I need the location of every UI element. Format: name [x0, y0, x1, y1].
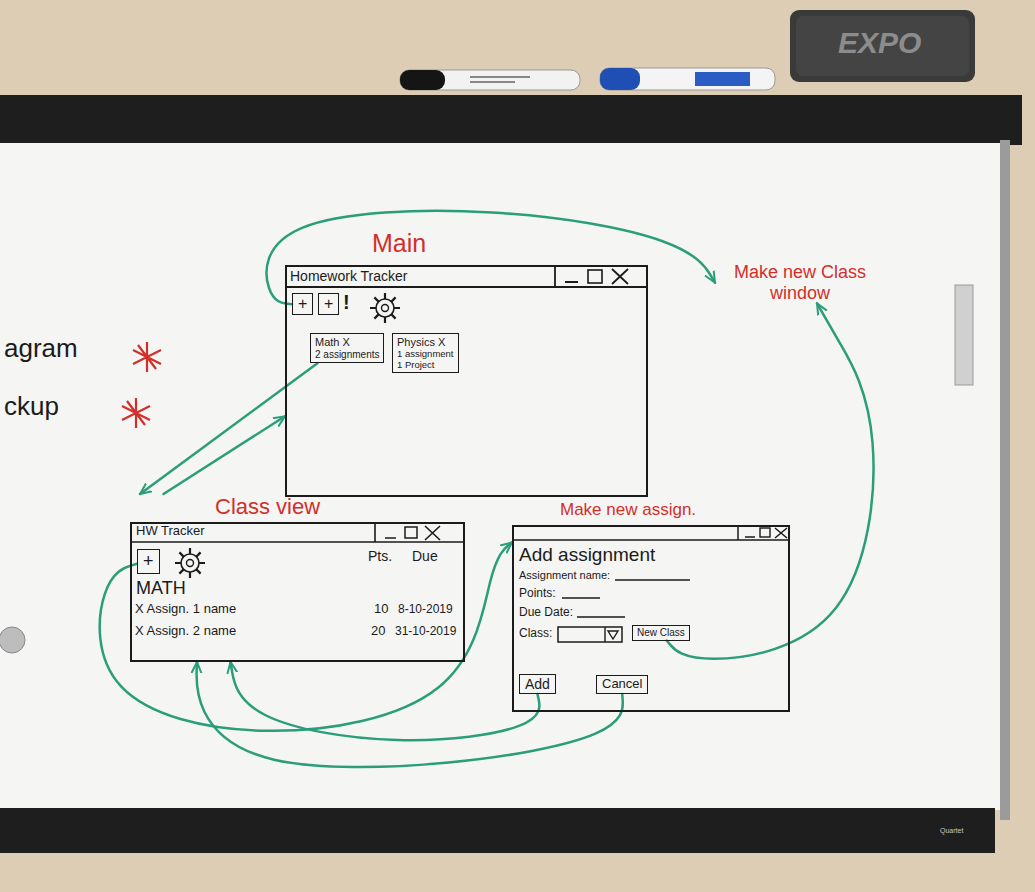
maximize-icon: [405, 527, 417, 538]
red-asterisk: [122, 398, 150, 428]
window-text: Due Date:: [519, 606, 573, 620]
ui-button: Cancel: [596, 675, 648, 694]
flow-arrow: [100, 542, 512, 730]
window-text: Points:: [519, 587, 556, 601]
whiteboard-surface: [0, 143, 1002, 810]
eraser-logo: EXPO: [838, 26, 921, 61]
app-window: MainHomework Tracker + + Math X2 assignment…: [285, 228, 648, 497]
app-window: Make new assign. Add assignmentAssignment…: [512, 500, 790, 712]
window-heading: Make new assign.: [560, 500, 696, 520]
eraser-top: [796, 16, 969, 76]
window-heading: Main: [372, 229, 426, 258]
ui-button: New Class: [632, 625, 690, 641]
alert-icon: !: [343, 291, 350, 314]
settings-gear: [175, 548, 205, 578]
card-text: Physics X: [397, 336, 454, 349]
input-blank: [562, 580, 690, 617]
window-text: MATH: [136, 578, 186, 599]
card-text: 2 assignments: [315, 349, 379, 361]
window-text: X Assign. 1 name: [135, 602, 236, 617]
window-text: Assignment name:: [519, 569, 610, 582]
window-text: Pts.: [368, 548, 392, 564]
ui-button: +: [137, 549, 160, 574]
note-text: Make new Class window: [715, 262, 885, 303]
window-text: Homework Tracker: [290, 268, 407, 284]
board-top-frame: [0, 95, 1022, 145]
maximize-icon: [760, 528, 770, 537]
flow-arrow: [667, 303, 874, 658]
dropdown-arrow: [605, 627, 618, 642]
window-text: 10: [374, 602, 388, 617]
window-text: 8-10-2019: [398, 603, 453, 617]
class-dropdown: [558, 627, 622, 642]
window-frame: [285, 265, 648, 497]
red-asterisk: [133, 342, 161, 372]
board-note: ckup: [4, 392, 59, 422]
window-text: Add assignment: [519, 544, 655, 566]
window-text: Due: [412, 548, 438, 564]
button-label: +: [298, 295, 307, 313]
card-text: 1 Project: [397, 360, 454, 371]
ui-button: +: [292, 293, 313, 315]
class-card: Math X2 assignments: [310, 333, 384, 363]
window-heading: Class view: [215, 494, 320, 519]
marker-print: [470, 81, 515, 83]
window-note: Make new Class window: [715, 262, 885, 303]
class-card: Physics X1 assignment1 Project: [392, 333, 459, 373]
board-note: agram: [4, 334, 78, 364]
window-text: 31-10-2019: [395, 625, 456, 639]
button-label: New Class: [637, 627, 685, 639]
board-clip: [955, 285, 973, 385]
marker-cap: [600, 68, 640, 90]
flow-arrow: [197, 662, 623, 767]
title-bar-controls: [285, 265, 648, 287]
window-text: HW Tracker: [136, 524, 205, 539]
ui-button: Add: [519, 674, 556, 694]
button-label: Add: [525, 676, 550, 692]
maximize-icon: [588, 270, 602, 283]
window-text: 20: [371, 624, 385, 639]
window-text: Class:: [519, 627, 552, 641]
marker-label: [695, 72, 750, 86]
brand-mark: Quartet: [940, 827, 963, 835]
window-text: X Assign. 2 name: [135, 624, 236, 639]
app-window: Class view HW TrackerPts. DueMATH X Assign.…: [130, 494, 465, 662]
marker-print: [470, 76, 530, 78]
button-label: Cancel: [602, 677, 642, 692]
eraser: [790, 10, 975, 82]
settings-gear: [370, 293, 400, 323]
black-marker: [400, 70, 580, 90]
ui-button: +: [318, 293, 339, 315]
title-bar-controls: [130, 522, 465, 542]
button-label: +: [324, 295, 333, 313]
title-bar-controls: [512, 525, 790, 540]
flow-arrow: [231, 662, 540, 740]
card-text: Math X: [315, 336, 379, 349]
button-label: +: [143, 551, 154, 572]
board-side-frame: [1000, 140, 1010, 820]
board-bottom-frame: [0, 808, 995, 853]
board-hinge: [0, 627, 25, 653]
card-text: 1 assignment: [397, 349, 454, 360]
flow-arrow: [140, 363, 317, 494]
flow-arrow: [164, 416, 286, 494]
blue-marker: [600, 68, 775, 90]
marker-cap: [400, 70, 445, 90]
